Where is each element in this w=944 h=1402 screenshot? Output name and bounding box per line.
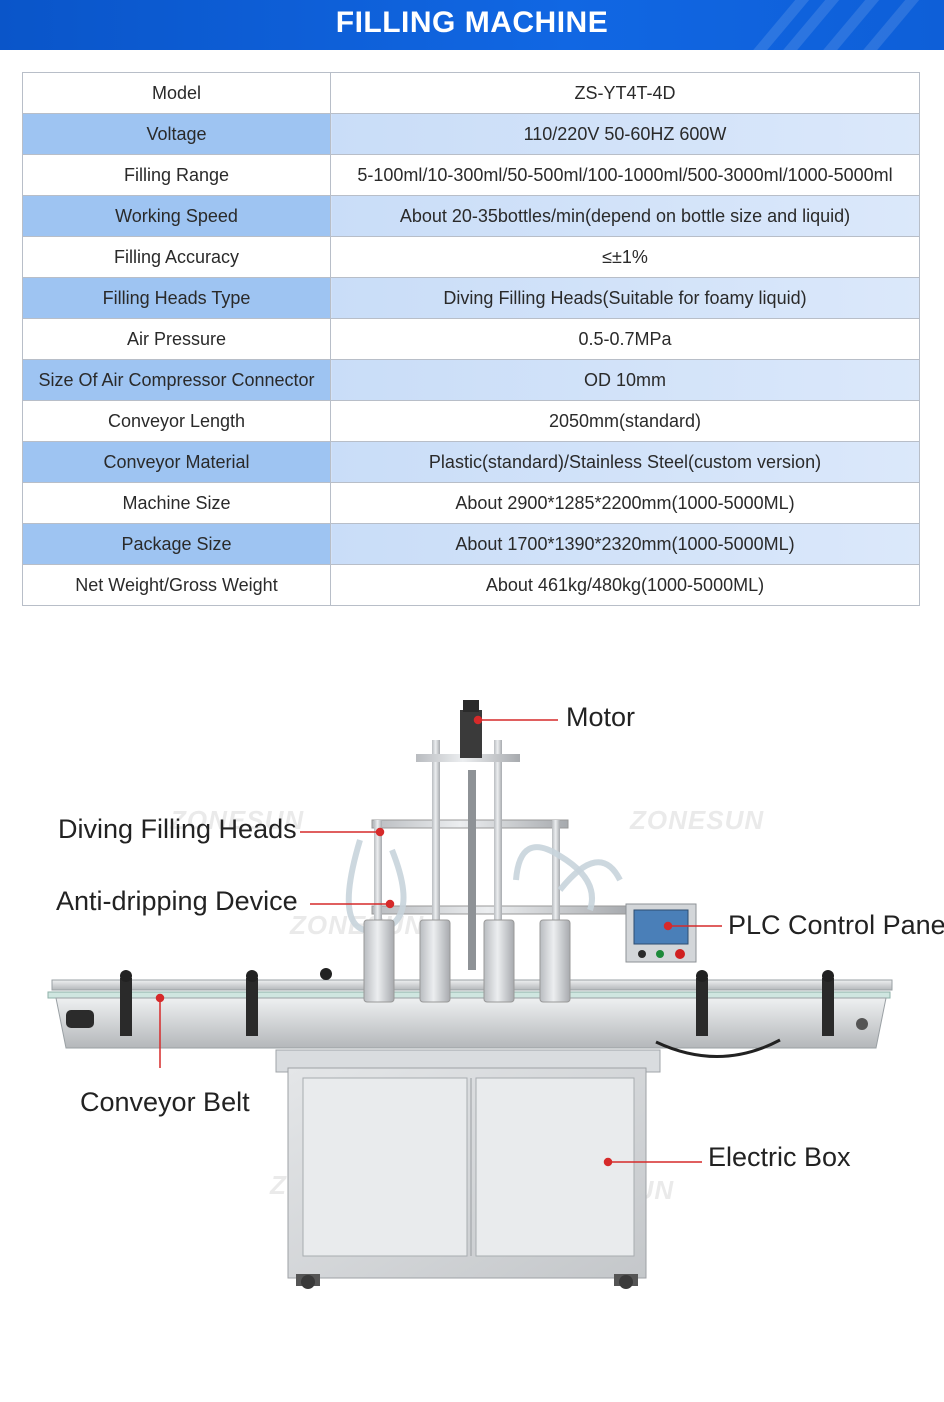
callout-electric-box: Electric Box: [708, 1142, 851, 1172]
spec-value: About 20-35bottles/min(depend on bottle …: [330, 195, 920, 237]
spec-value: OD 10mm: [330, 359, 920, 401]
spec-value: Diving Filling Heads(Suitable for foamy …: [330, 277, 920, 319]
callout-diving-filling-heads: Diving Filling Heads: [58, 814, 297, 844]
spec-row: Filling Accuracy≤±1%: [22, 236, 920, 278]
page-title: FILLING MACHINE: [335, 6, 609, 39]
spec-value: 0.5-0.7MPa: [330, 318, 920, 360]
spec-value: About 2900*1285*2200mm(1000-5000ML): [330, 482, 920, 524]
spec-value: About 461kg/480kg(1000-5000ML): [330, 564, 920, 606]
filling-frame: [345, 700, 629, 1002]
header-banner: FILLING MACHINE: [0, 0, 944, 50]
plc-panel: [625, 903, 697, 963]
conveyor: [47, 968, 893, 1058]
spec-label: Conveyor Material: [22, 441, 331, 483]
spec-value: ≤±1%: [330, 236, 920, 278]
spec-value: 110/220V 50-60HZ 600W: [330, 113, 920, 155]
spec-label: Voltage: [22, 113, 331, 155]
spec-label: Package Size: [22, 523, 331, 565]
spec-value: ZS-YT4T-4D: [330, 72, 920, 114]
watermark: ZONESUN: [170, 805, 305, 835]
callout-motor: Motor: [566, 702, 636, 732]
watermark: ZONESUN: [630, 805, 765, 835]
electric-box: [275, 1049, 661, 1289]
spec-value: Plastic(standard)/Stainless Steel(custom…: [330, 441, 920, 483]
spec-value: 5-100ml/10-300ml/50-500ml/100-1000ml/500…: [330, 154, 920, 196]
callout-plc-control-panel: PLC Control Panel: [728, 910, 944, 940]
spec-value: About 1700*1390*2320mm(1000-5000ML): [330, 523, 920, 565]
spec-value: 2050mm(standard): [330, 400, 920, 442]
spec-label: Filling Accuracy: [22, 236, 331, 278]
spec-label: Filling Range: [22, 154, 331, 196]
nozzle-cylinders: [363, 919, 571, 1003]
spec-label: Air Pressure: [22, 318, 331, 360]
spec-label: Filling Heads Type: [22, 277, 331, 319]
callout-conveyor-belt: Conveyor Belt: [80, 1087, 250, 1117]
callout-anti-dripping-device: Anti-dripping Device: [56, 886, 298, 916]
filling-machine-illustration: [47, 700, 893, 1289]
spec-label: Size Of Air Compressor Connector: [22, 359, 331, 401]
spec-label: Conveyor Length: [22, 400, 331, 442]
spec-label: Model: [22, 72, 331, 114]
spec-label: Machine Size: [22, 482, 331, 524]
callout-lines: [155, 715, 722, 1167]
machine-figure: ZONESUN ZONESUN ZONESUN ZONESUN ZONESUN: [0, 680, 944, 1402]
spec-label: Net Weight/Gross Weight: [22, 564, 331, 606]
spec-label: Working Speed: [22, 195, 331, 237]
